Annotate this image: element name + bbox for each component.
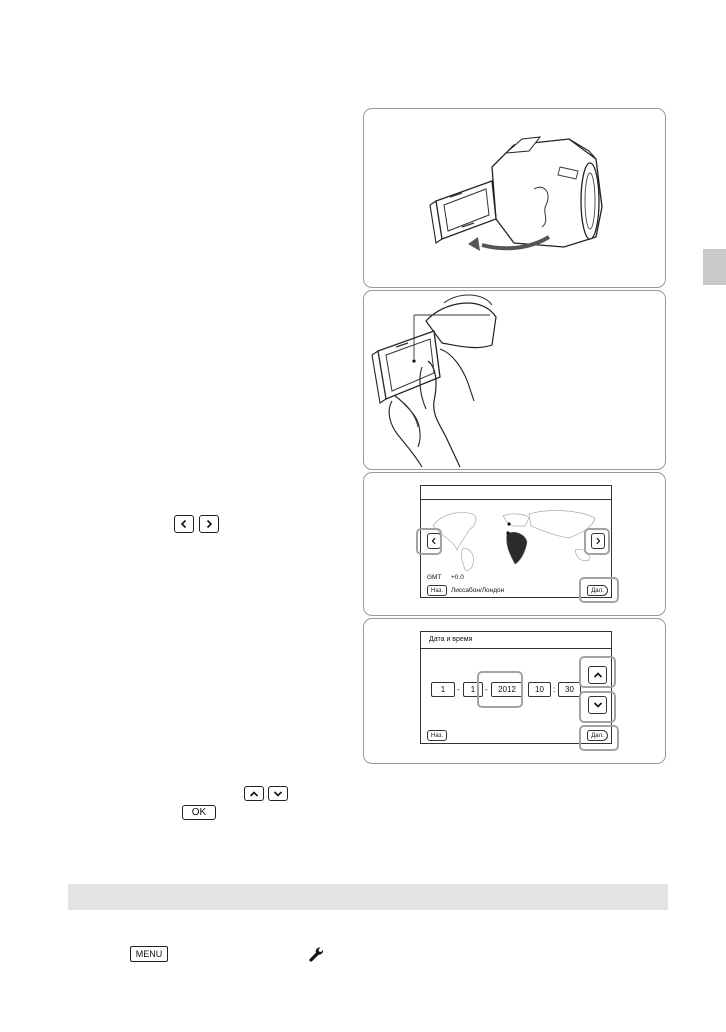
increase-button[interactable] xyxy=(588,666,607,684)
ok-key: OK xyxy=(182,805,216,820)
date-next-button[interactable]: Дал. xyxy=(587,730,608,741)
side-tab xyxy=(703,249,726,285)
chevron-right-icon xyxy=(206,519,213,529)
panel-open-lcd xyxy=(363,108,666,288)
down-key xyxy=(268,786,288,801)
date-back-button[interactable]: Наз. xyxy=(427,730,447,741)
date-time-title: Дата и время xyxy=(429,636,473,643)
chevron-up-icon xyxy=(249,790,259,797)
highlight-next-page xyxy=(579,577,619,603)
area-next-page-button[interactable]: Дал. xyxy=(587,585,608,596)
day-field[interactable]: 1 xyxy=(431,682,455,697)
camcorder-open-lcd-illustration xyxy=(429,136,603,251)
gmt-offset: +0.0 xyxy=(451,574,464,581)
menu-key: MENU xyxy=(130,946,168,962)
highlight-prev xyxy=(416,528,442,555)
left-key xyxy=(174,515,194,533)
chevron-left-icon xyxy=(180,519,187,529)
highlight-year xyxy=(477,671,523,708)
panel-touch-screen xyxy=(363,290,666,470)
world-map xyxy=(432,510,596,572)
highlight-date-next xyxy=(579,725,619,751)
date-separator-2: - xyxy=(485,685,488,694)
area-name: Лиссабон/Лондон xyxy=(451,587,505,594)
time-separator: : xyxy=(553,685,556,694)
date-separator-1: - xyxy=(457,685,460,694)
decrease-button[interactable] xyxy=(588,696,607,714)
highlight-up xyxy=(579,656,616,688)
area-next-button[interactable] xyxy=(591,533,605,549)
chevron-right-icon xyxy=(596,537,601,545)
wrench-icon xyxy=(309,947,324,962)
up-key xyxy=(244,786,264,801)
chevron-down-icon xyxy=(593,702,602,708)
chevron-down-icon xyxy=(273,790,283,797)
highlight-down xyxy=(579,691,616,723)
panel-date-time: Дата и время 1 - 1 - 2012 10 : 30 Наз. Д… xyxy=(363,618,666,764)
panel-area-setting: GMT +0.0 Наз. Лиссабон/Лондон Дал. xyxy=(363,472,666,616)
chevron-up-icon xyxy=(593,672,602,678)
section-header-bar xyxy=(68,884,668,910)
gmt-label: GMT xyxy=(427,574,442,581)
chevron-left-icon xyxy=(431,537,436,545)
touch-screen-illustration xyxy=(371,294,497,468)
area-back-button[interactable]: Наз. xyxy=(427,585,447,596)
highlight-next xyxy=(584,528,610,555)
right-key xyxy=(199,515,219,533)
minute-field[interactable]: 30 xyxy=(558,682,581,697)
hour-field[interactable]: 10 xyxy=(528,682,551,697)
